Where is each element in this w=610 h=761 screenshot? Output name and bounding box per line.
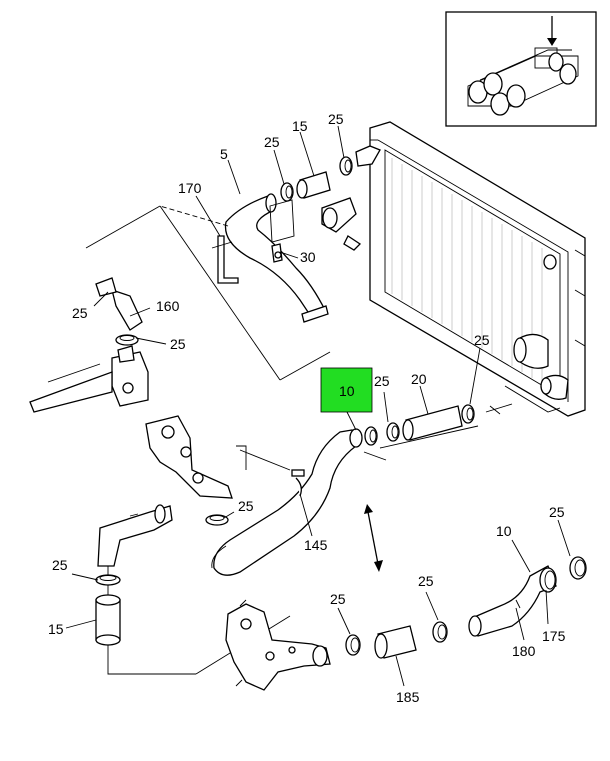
clamp-25-mid-b <box>386 422 400 442</box>
inset-locator <box>445 11 597 127</box>
pipe-180 <box>468 565 557 637</box>
clamp-25-mid-a <box>364 426 378 446</box>
clamp-25-low-a <box>345 634 361 656</box>
callout-180: 180 <box>512 643 536 659</box>
coupling-185 <box>374 625 417 659</box>
coupling-15-low-left <box>95 594 121 646</box>
clamp-25-mid-c <box>461 404 475 424</box>
callout-25-left-a: 25 <box>72 305 88 321</box>
bracket-170 <box>211 235 239 284</box>
clamp-145 <box>291 469 305 497</box>
callout-25-low-left: 25 <box>52 557 68 573</box>
callout-25-low-right: 25 <box>549 504 565 520</box>
lower-left-elbow <box>97 504 173 567</box>
callout-160: 160 <box>156 298 180 314</box>
callout-25-mid-a: 25 <box>374 373 390 389</box>
double-arrow <box>364 504 383 572</box>
callout-145: 145 <box>304 537 328 553</box>
callout-25-low-a: 25 <box>418 573 434 589</box>
clamp-25-low-right <box>569 556 587 580</box>
callout-10-low-right: 10 <box>496 523 512 539</box>
elbow-160 <box>95 277 143 331</box>
callout-25-top-a: 25 <box>264 134 280 150</box>
mounting-bracket <box>145 415 247 499</box>
callout-15-top: 15 <box>292 118 308 134</box>
clamp-25-low-left <box>95 574 121 586</box>
clamp-175 <box>539 567 557 593</box>
callout-25-left-b: 25 <box>170 336 186 352</box>
callout-25-top-b: 25 <box>328 111 344 127</box>
hose-20 <box>402 405 463 441</box>
callout-25-mid-c: 25 <box>238 498 254 514</box>
clamp-25-top-a <box>280 182 294 202</box>
callout-30: 30 <box>300 249 316 265</box>
clamp-25-left <box>115 334 139 346</box>
callout-15-low-left: 15 <box>48 621 64 637</box>
callout-170: 170 <box>178 180 202 196</box>
radiator-assembly <box>321 121 586 417</box>
callout-leaders <box>65 125 571 687</box>
callout-5: 5 <box>220 146 228 162</box>
clamp-25-center <box>205 514 229 526</box>
pipe-10 <box>211 428 363 576</box>
highlight-box-10[interactable] <box>320 367 373 413</box>
bracket-30 <box>269 199 295 263</box>
callout-25-low-b: 25 <box>330 591 346 607</box>
clamp-25-top-b <box>339 156 353 176</box>
thermostat-housing <box>29 345 149 413</box>
callout-25-mid-b: 25 <box>474 332 490 348</box>
callout-175: 175 <box>542 628 566 644</box>
clamp-25-low-b <box>432 621 448 643</box>
callout-10-highlight[interactable]: 10 <box>339 383 355 399</box>
coupling-15-top <box>296 171 331 199</box>
callout-185: 185 <box>396 689 420 705</box>
water-outlet-manifold <box>225 599 331 691</box>
callout-20: 20 <box>411 371 427 387</box>
